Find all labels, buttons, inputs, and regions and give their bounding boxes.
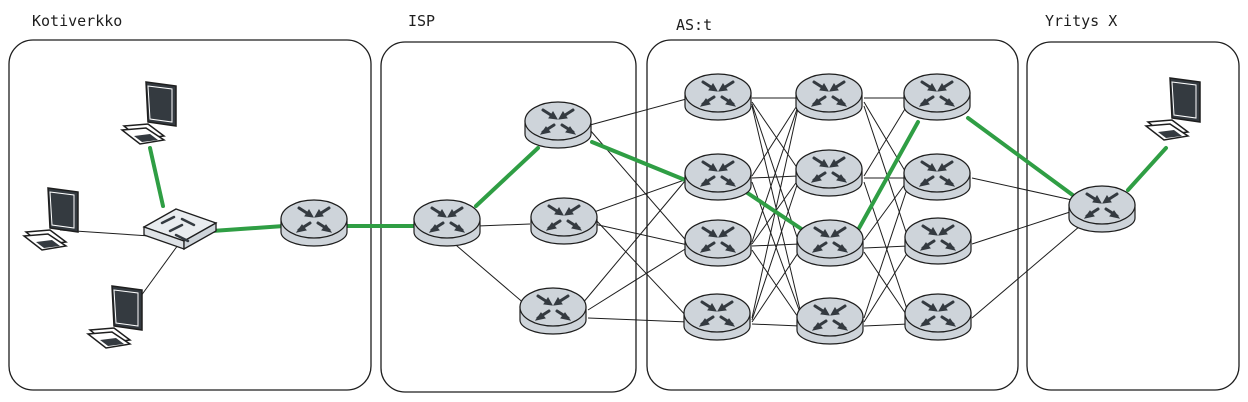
router-icon — [903, 216, 973, 266]
router-icon — [903, 292, 973, 342]
router-icon — [1067, 184, 1137, 234]
router-icon — [902, 72, 972, 122]
router-icon — [518, 286, 588, 336]
router-icon — [523, 100, 593, 150]
router-icon — [794, 148, 864, 198]
router-icon — [529, 196, 599, 246]
router-icon — [683, 72, 753, 122]
router-icon — [683, 218, 753, 268]
router-icon — [902, 152, 972, 202]
router-icon — [794, 72, 864, 122]
zone-label-isp: ISP — [408, 12, 435, 30]
router-icon — [412, 198, 482, 248]
highlighted-path — [148, 116, 1168, 234]
links — [59, 97, 1081, 327]
zone-label-home: Kotiverkko — [32, 12, 122, 30]
router-icon — [795, 218, 865, 268]
router-icon — [683, 152, 753, 202]
router-icon — [795, 296, 865, 346]
router-icon — [279, 198, 349, 248]
zone-label-as: AS:t — [676, 16, 712, 34]
zone-label-company: Yritys X — [1045, 12, 1117, 30]
router-icon — [682, 292, 752, 342]
